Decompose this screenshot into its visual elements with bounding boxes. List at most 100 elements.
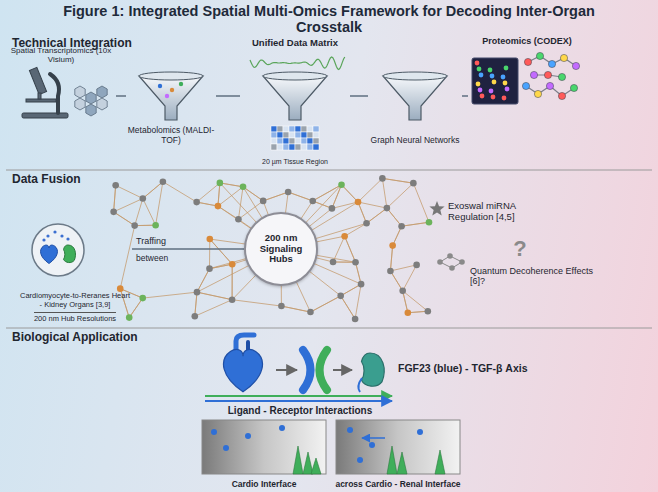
network-dot — [337, 293, 344, 300]
network-link — [195, 300, 232, 317]
network-link — [403, 291, 428, 311]
network-link — [342, 185, 359, 202]
kidney-icon — [64, 245, 76, 263]
network-link — [197, 269, 210, 292]
codex-cell — [479, 73, 484, 78]
matrix-cell — [271, 126, 277, 132]
microscope-icon — [22, 67, 68, 118]
protein-bead — [548, 60, 555, 67]
tissue-cell — [86, 92, 96, 104]
annotation: Quantum Decoherence Effects [6]? — [470, 266, 602, 287]
network-link — [288, 192, 313, 201]
network-link — [332, 185, 342, 209]
network-dot — [126, 314, 133, 321]
network-link — [232, 300, 281, 306]
network-dot — [193, 199, 200, 206]
source-icon: Spatial Transcriptomics (10x Visium) — [6, 46, 116, 118]
network-link — [218, 206, 238, 219]
matrix-cell — [283, 126, 289, 132]
ligand-arrow — [205, 395, 392, 397]
network-dot — [330, 259, 337, 266]
network-link — [341, 296, 355, 319]
network-link — [209, 264, 232, 268]
codex-cell — [490, 74, 495, 79]
heart-icon — [41, 245, 58, 263]
signal-arrow — [362, 437, 385, 439]
protein-bead — [530, 71, 537, 78]
network-dot — [410, 180, 417, 187]
network-link — [387, 183, 414, 208]
matrix-cell — [295, 138, 301, 144]
matrix-cell — [289, 126, 295, 132]
network-dot — [398, 223, 405, 230]
protein-bead — [570, 84, 577, 91]
network-dot — [309, 198, 316, 205]
network-link — [210, 239, 232, 264]
ligand-dot — [417, 429, 423, 435]
network-link — [402, 222, 429, 226]
matrix-cell — [295, 126, 301, 132]
network-link — [114, 185, 116, 212]
interface-panel — [202, 420, 326, 474]
interface-panel — [336, 420, 460, 474]
connector-line — [116, 95, 126, 97]
network-dot — [160, 178, 167, 185]
protein-bead — [558, 73, 565, 80]
matrix-cell — [313, 144, 319, 150]
protein-bead — [544, 71, 551, 78]
network-link — [390, 271, 402, 291]
codex-cell — [503, 81, 508, 86]
protein-bead — [572, 62, 579, 69]
network-dot — [352, 259, 359, 266]
microscope-arm — [50, 74, 59, 113]
network-dot — [384, 205, 391, 212]
network-link — [120, 226, 134, 289]
network-link — [367, 208, 387, 223]
network-link — [342, 185, 359, 202]
matrix-cell — [277, 132, 283, 138]
matrix-cell — [289, 132, 295, 138]
network-link — [243, 187, 263, 201]
network-link — [195, 292, 197, 316]
section-divider — [6, 170, 652, 171]
funnel-node: Unified Data Matrix — [240, 38, 350, 122]
node-label: Proteomics (CODEX) — [482, 36, 572, 46]
network-link — [345, 236, 356, 262]
network-dot — [355, 199, 362, 206]
network-link — [135, 198, 143, 225]
ureter-line — [358, 378, 362, 392]
kidney-illustration — [362, 353, 385, 386]
connector-line — [462, 95, 468, 97]
heart-illustration — [224, 349, 263, 391]
network-link — [114, 212, 135, 226]
signaling-network — [110, 175, 432, 322]
protein-bead — [522, 82, 529, 89]
network-dot — [426, 219, 433, 226]
flow-arrow — [276, 369, 297, 371]
protein-bead — [524, 58, 531, 65]
network-dot — [206, 236, 213, 243]
network-dot — [229, 296, 236, 303]
question-mark: ? — [508, 236, 532, 261]
network-link — [356, 262, 362, 284]
matrix-cell — [313, 126, 319, 132]
network-link — [402, 222, 429, 226]
network-dot — [379, 175, 386, 182]
ligand-dot — [223, 445, 229, 451]
network-link — [390, 265, 416, 271]
network-dot — [352, 316, 359, 323]
node-label: Graph Neural Networks — [371, 136, 460, 146]
network-link — [382, 178, 413, 183]
codex-cell — [492, 80, 497, 85]
hub-circle: 200 nm Signaling Hubs — [244, 212, 318, 286]
matrix-cell — [283, 144, 289, 150]
matrix-cell — [301, 144, 307, 150]
network-link — [390, 246, 392, 271]
network-link — [218, 183, 220, 206]
network-link — [210, 239, 232, 264]
matrix-cell — [295, 144, 301, 150]
network-link — [143, 292, 197, 298]
network-dot — [329, 205, 336, 212]
node-label: Cardio Interface — [232, 480, 297, 490]
